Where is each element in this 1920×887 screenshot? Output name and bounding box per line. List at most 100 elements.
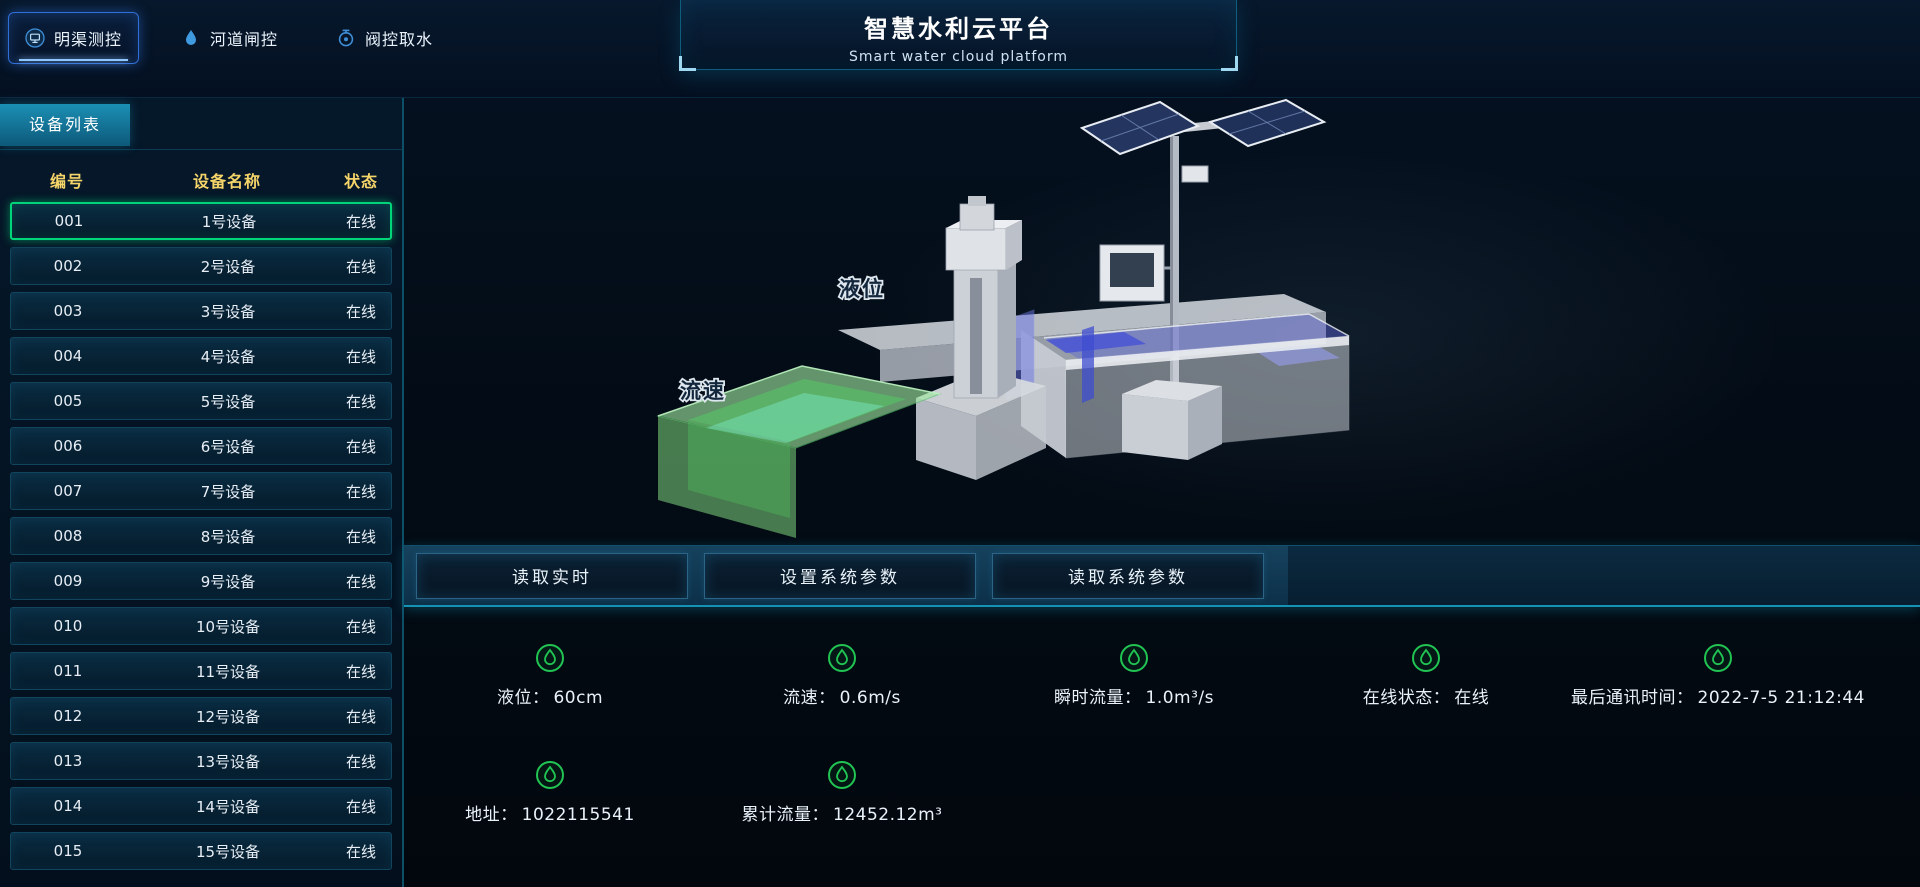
- metrics-panel: 液位：60cm 流速：0.6m/s: [404, 607, 1920, 887]
- command-bar: 读取实时 设置系统参数 读取系统参数: [404, 545, 1920, 607]
- metric-item: 最后通讯时间：2022-7-5 21:12:44: [1571, 643, 1865, 708]
- metric-item: 流速：0.6m/s: [696, 643, 988, 708]
- device-row[interactable]: 014 14号设备 在线: [10, 787, 392, 825]
- metric-status-icon: [1704, 644, 1732, 672]
- read-system-params-button[interactable]: 读取系统参数: [992, 552, 1264, 599]
- device-row[interactable]: 005 5号设备 在线: [10, 382, 392, 420]
- metric-text: 累计流量：12452.12m³: [742, 800, 943, 825]
- metric-item: 累计流量：12452.12m³: [696, 760, 988, 825]
- metric-item: 在线状态：在线: [1280, 643, 1572, 708]
- device-name: 3号设备: [200, 302, 256, 321]
- device-row[interactable]: 009 9号设备 在线: [10, 562, 392, 600]
- device-id: 012: [53, 707, 83, 725]
- device-status: 在线: [345, 662, 376, 681]
- device-id: 009: [53, 572, 83, 590]
- metric-item: 液位：60cm: [404, 643, 696, 708]
- device-id: 002: [53, 257, 83, 275]
- device-row[interactable]: 004 4号设备 在线: [10, 337, 392, 375]
- device-name: 15号设备: [195, 842, 261, 861]
- device-status: 在线: [345, 707, 376, 726]
- device-status: 在线: [345, 842, 376, 861]
- metric-text: 液位：60cm: [497, 683, 603, 708]
- device-name: 12号设备: [195, 707, 261, 726]
- device-table-body: 001 1号设备 在线 002 2号设备 在线 003 3号设备 在线: [0, 202, 402, 870]
- metrics-row-1: 液位：60cm 流速：0.6m/s: [404, 643, 1920, 708]
- metric-status-icon: [536, 761, 564, 789]
- metric-value: 60cm: [553, 688, 604, 708]
- device-status: 在线: [345, 302, 376, 321]
- metric-text: 流速：0.6m/s: [783, 683, 901, 708]
- metric-label: 瞬时流量：: [1054, 688, 1142, 708]
- device-id: 003: [53, 302, 83, 320]
- col-header-name: 设备名称: [192, 172, 261, 191]
- device-row[interactable]: 001 1号设备 在线: [10, 202, 392, 240]
- metric-text: 最后通讯时间：2022-7-5 21:12:44: [1571, 683, 1865, 708]
- device-status: 在线: [345, 527, 376, 546]
- metric-value: 1022115541: [521, 805, 635, 825]
- device-name: 10号设备: [195, 617, 261, 636]
- device-row[interactable]: 011 11号设备 在线: [10, 652, 392, 690]
- metric-item: 瞬时流量：1.0m³/s: [988, 643, 1280, 708]
- metric-value: 12452.12m³: [833, 805, 943, 825]
- device-status: 在线: [345, 212, 376, 231]
- device-list-panel: 设备列表 编号 设备名称 状态 001 1号设备 在线 002 2号设备 在线: [0, 98, 404, 887]
- device-id: 008: [53, 527, 83, 545]
- device-id: 014: [53, 797, 83, 815]
- tab-label: 明渠测控: [54, 30, 123, 49]
- device-status: 在线: [345, 437, 376, 456]
- device-name: 8号设备: [200, 527, 256, 546]
- metric-label: 累计流量：: [741, 805, 829, 825]
- metric-label: 最后通讯时间：: [1571, 688, 1694, 708]
- device-status: 在线: [345, 482, 376, 501]
- metric-label: 地址：: [465, 805, 518, 825]
- col-header-id: 编号: [49, 172, 84, 191]
- device-row[interactable]: 013 13号设备 在线: [10, 742, 392, 780]
- metric-text: 瞬时流量：1.0m³/s: [1054, 683, 1214, 708]
- metric-text: 在线状态：在线: [1363, 683, 1490, 708]
- device-status: 在线: [345, 752, 376, 771]
- device-name: 9号设备: [200, 572, 256, 591]
- device-name: 7号设备: [200, 482, 256, 501]
- device-row[interactable]: 012 12号设备 在线: [10, 697, 392, 735]
- metric-status-icon: [828, 761, 856, 789]
- metric-value: 1.0m³/s: [1145, 688, 1214, 708]
- device-name: 14号设备: [195, 797, 261, 816]
- tab-device-list[interactable]: 设备列表: [0, 104, 130, 146]
- tab-river-gate-control[interactable]: 河道闸控: [165, 13, 294, 63]
- device-status: 在线: [345, 617, 376, 636]
- metric-status-icon: [828, 644, 856, 672]
- device-status: 在线: [345, 572, 376, 591]
- read-realtime-button[interactable]: 读取实时: [416, 552, 688, 599]
- platform-title-box: 智慧水利云平台 Smart water cloud platform: [679, 0, 1238, 71]
- device-name: 1号设备: [201, 212, 257, 231]
- command-strip: 读取实时 设置系统参数 读取系统参数: [404, 546, 1288, 605]
- device-row[interactable]: 007 7号设备 在线: [10, 472, 392, 510]
- device-status: 在线: [345, 797, 376, 816]
- station-scene: 液位 流速: [404, 98, 1920, 545]
- device-status: 在线: [345, 347, 376, 366]
- device-name: 11号设备: [195, 662, 261, 681]
- main-content: 液位 流速 读取实时 设置系统参数 读取系统参数: [404, 98, 1920, 887]
- device-name: 4号设备: [200, 347, 256, 366]
- device-row[interactable]: 002 2号设备 在线: [10, 247, 392, 285]
- device-name: 5号设备: [200, 392, 256, 411]
- device-id: 010: [53, 617, 83, 635]
- tab-open-channel-monitoring[interactable]: 明渠测控: [8, 12, 140, 64]
- device-row[interactable]: 006 6号设备 在线: [10, 427, 392, 465]
- tab-label: 河道闸控: [210, 30, 279, 49]
- metric-value: 在线: [1454, 688, 1490, 708]
- device-id: 011: [53, 662, 83, 680]
- metric-status-icon: [1120, 644, 1148, 672]
- device-row[interactable]: 010 10号设备 在线: [10, 607, 392, 645]
- set-system-params-button[interactable]: 设置系统参数: [704, 552, 976, 599]
- device-id: 007: [53, 482, 83, 500]
- device-panel-header: 设备列表: [0, 98, 402, 150]
- monitor-icon: [25, 28, 45, 48]
- metrics-row-2: 地址：1022115541 累计流量：12452.12m³: [404, 760, 1920, 825]
- device-row[interactable]: 015 15号设备 在线: [10, 832, 392, 870]
- tab-valve-water-intake[interactable]: 阀控取水: [320, 13, 449, 63]
- device-row[interactable]: 003 3号设备 在线: [10, 292, 392, 330]
- device-name: 13号设备: [195, 752, 261, 771]
- device-row[interactable]: 008 8号设备 在线: [10, 517, 392, 555]
